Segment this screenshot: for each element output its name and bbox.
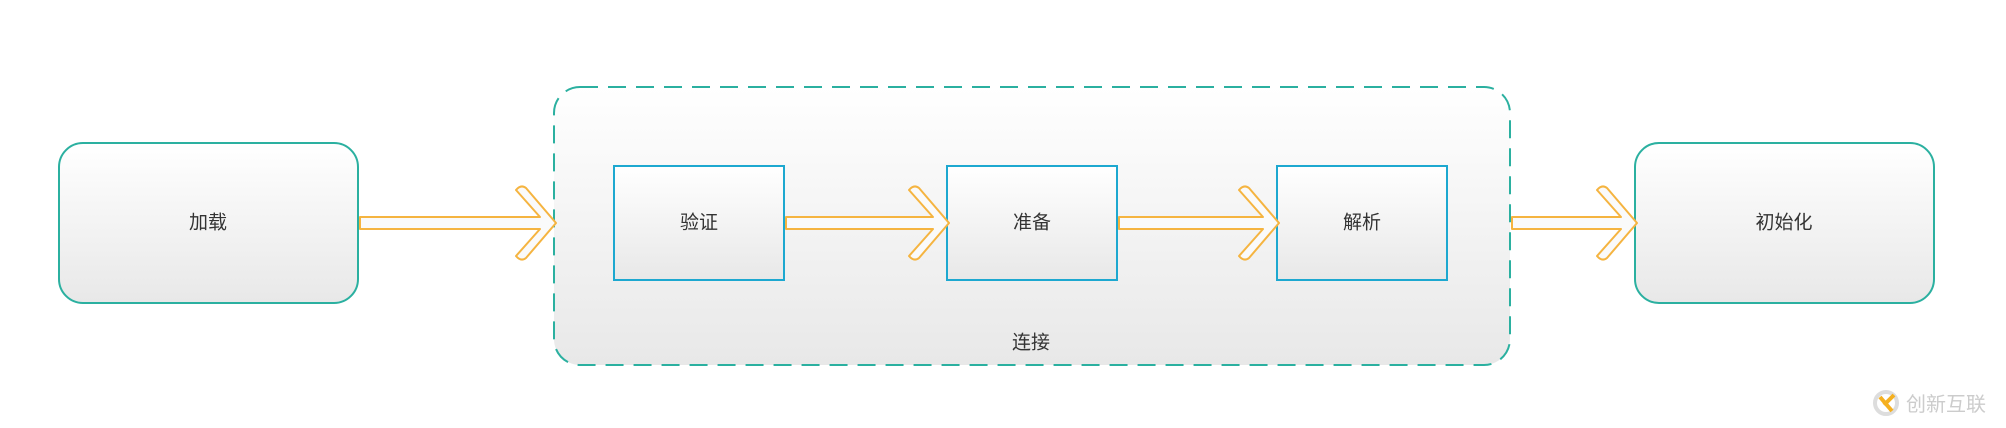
- node-verify-label: 验证: [680, 212, 718, 234]
- node-load-label: 加载: [189, 212, 227, 234]
- node-prepare: [946, 165, 1118, 281]
- arrow-resolve-to-init: [1511, 185, 1638, 261]
- arrow-load-to-verify: [359, 185, 557, 261]
- node-prepare-label: 准备: [1013, 212, 1051, 234]
- arrow-prepare-to-resolve: [1118, 185, 1280, 261]
- watermark: 创新互联: [1872, 388, 1986, 417]
- node-resolve-label: 解析: [1343, 212, 1381, 234]
- node-load: [58, 142, 359, 304]
- node-init-label: 初始化: [1755, 212, 1812, 234]
- watermark-logo-icon: [1873, 389, 1899, 416]
- linking-group-label: 连接: [1012, 332, 1050, 354]
- watermark-text: 创新互联: [1906, 392, 1986, 416]
- node-verify: [613, 165, 785, 281]
- arrow-verify-to-prepare: [785, 185, 950, 261]
